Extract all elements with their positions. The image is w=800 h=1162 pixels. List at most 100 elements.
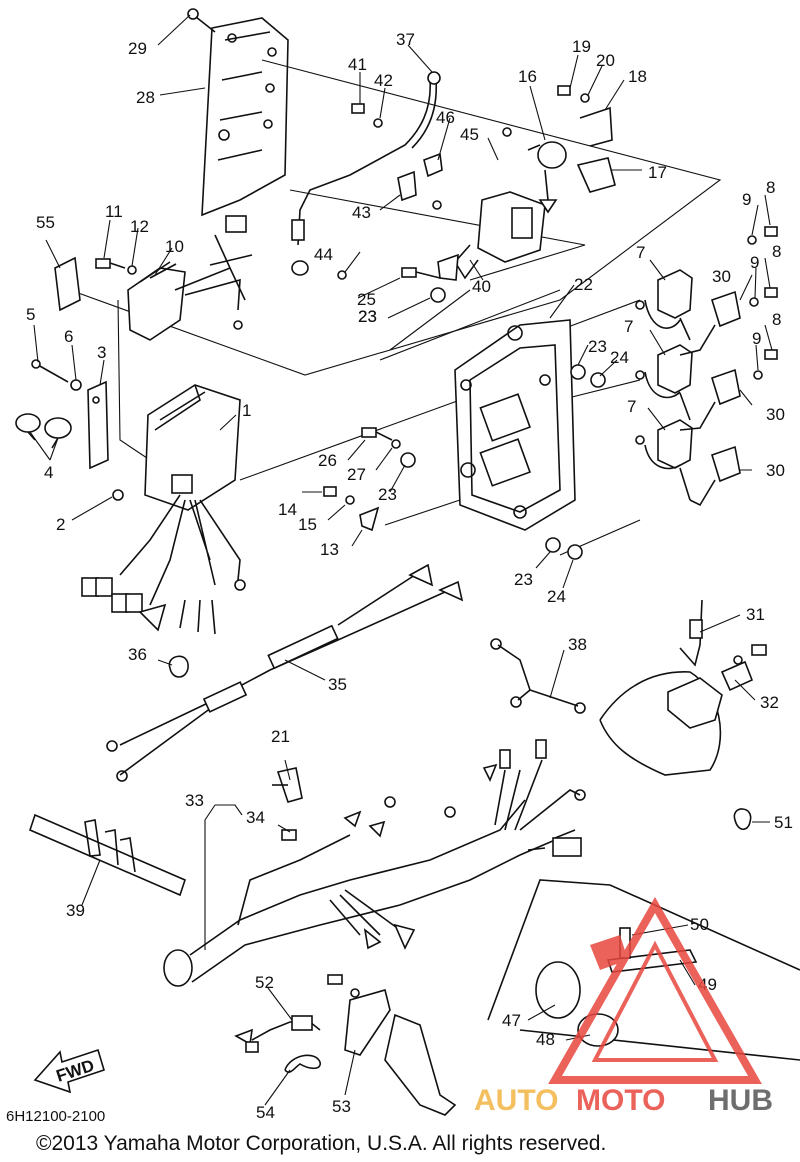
callout-label: 18: [628, 67, 647, 86]
callout-label: 15: [298, 515, 317, 534]
callout-label: 8: [766, 178, 775, 197]
callout-label: 9: [752, 329, 761, 348]
callout-label: 30: [712, 267, 731, 286]
callout-label: 1: [242, 401, 251, 420]
callout-label: 55: [36, 213, 55, 232]
callout-label: 11: [105, 202, 123, 221]
callout-label: 7: [627, 397, 636, 416]
fwd-arrow: FWD: [33, 1048, 105, 1094]
callout-label: 37: [396, 30, 415, 49]
callout-label: 26: [318, 451, 337, 470]
cdi-unit-part: [81, 384, 246, 635]
callout-label: 20: [596, 51, 615, 70]
callout-label: 23: [588, 337, 607, 356]
label-sticker-part: [54, 256, 81, 312]
callout-label: 7: [624, 317, 633, 336]
callout-label: 41: [348, 55, 367, 74]
callout-label: 10: [165, 237, 184, 256]
callout-label: 23: [358, 307, 377, 326]
callout-label: 22: [574, 275, 593, 294]
callout-label: 16: [518, 67, 537, 86]
callout-label: 52: [255, 973, 274, 992]
harness-holder-part: [29, 813, 186, 897]
callout-label: 23: [358, 307, 377, 326]
callout-label: 35: [328, 675, 347, 694]
retaining-clip-part: [284, 1054, 321, 1073]
callout-label: 4: [44, 463, 53, 482]
watermark-logo: AUTO MOTO HUB: [474, 896, 773, 1117]
rectifier-part: [127, 215, 253, 341]
callout-label: 42: [374, 71, 393, 90]
callout-label: 43: [352, 203, 371, 222]
watermark-text-1: AUTO: [474, 1084, 558, 1117]
callout-label: 30: [766, 405, 785, 424]
callout-label: 24: [547, 587, 566, 606]
callout-label: 7: [636, 243, 645, 262]
grommet-part: [87, 380, 109, 470]
sensor-part: [599, 599, 767, 776]
callout-label: 9: [750, 253, 759, 272]
callout-label: 21: [271, 727, 290, 746]
callout-label: 13: [320, 540, 339, 559]
callout-label: 51: [774, 813, 793, 832]
watermark-text-3: HUB: [708, 1084, 773, 1117]
screw-part: [187, 8, 216, 33]
callout-label: 28: [136, 88, 155, 107]
screw-washer-parts: [95, 258, 137, 275]
callout-label: 30: [766, 461, 785, 480]
callout-label: 8: [772, 242, 781, 261]
shift-bracket-part: [327, 974, 457, 1116]
callout-labels: 1 2 3 4 5 6 7 7 7 8 8 8 9 9 9 10 11 12 1…: [26, 30, 793, 1122]
callout-label: 19: [572, 37, 591, 56]
callout-label: 32: [760, 693, 779, 712]
cover-plate-part: [201, 17, 289, 217]
callout-label: 40: [472, 277, 491, 296]
callout-label: 44: [314, 245, 333, 264]
callout-label: 31: [746, 605, 765, 624]
ignition-coils-part: [644, 269, 741, 507]
callout-label: 23: [378, 485, 397, 504]
callout-label: 2: [56, 515, 65, 534]
callout-label: 34: [246, 808, 265, 827]
callout-label: 8: [772, 310, 781, 329]
callout-label: 6: [64, 327, 73, 346]
callout-label: 5: [26, 305, 35, 324]
callout-label: 36: [128, 645, 147, 664]
callout-label: 33: [185, 791, 204, 810]
callout-label: 27: [347, 465, 366, 484]
switch-part: [527, 85, 616, 214]
callout-label: 54: [256, 1103, 275, 1122]
harness-part: [106, 563, 464, 782]
bracket-part: [454, 319, 576, 531]
holder-part: [272, 767, 303, 803]
copyright-notice: ©2013 Yamaha Motor Corporation, U.S.A. A…: [36, 1132, 606, 1155]
callout-label: 17: [648, 163, 667, 182]
diagram-code: 6H12100-2100: [6, 1108, 105, 1125]
callout-label: 24: [610, 348, 629, 367]
relay-part: [437, 191, 546, 281]
leader-lines: [29, 14, 773, 1106]
clamp-parts: [15, 413, 72, 449]
callout-label: 9: [742, 190, 751, 209]
callout-label: 39: [66, 901, 85, 920]
callout-label: 53: [332, 1097, 351, 1116]
callout-label: 50: [690, 915, 709, 934]
clip-part: [733, 808, 752, 831]
callout-label: 12: [130, 217, 149, 236]
callout-label: 25: [357, 290, 376, 309]
callout-label: 29: [128, 39, 147, 58]
callout-label: 48: [536, 1030, 555, 1049]
callout-label: 38: [568, 635, 587, 654]
bolts-washers-right: [635, 226, 778, 445]
lead-wire-part: [490, 638, 586, 714]
watermark-text-2: MOTO: [576, 1084, 665, 1117]
callout-label: 14: [278, 500, 297, 519]
callout-label: 46: [436, 108, 455, 127]
callout-label: 23: [514, 570, 533, 589]
callout-label: 47: [502, 1011, 521, 1030]
callout-label: 3: [97, 343, 106, 362]
main-harness-part: [163, 739, 586, 987]
wire-lead-parts: [291, 71, 512, 276]
neutral-switch-part: [234, 1015, 321, 1053]
